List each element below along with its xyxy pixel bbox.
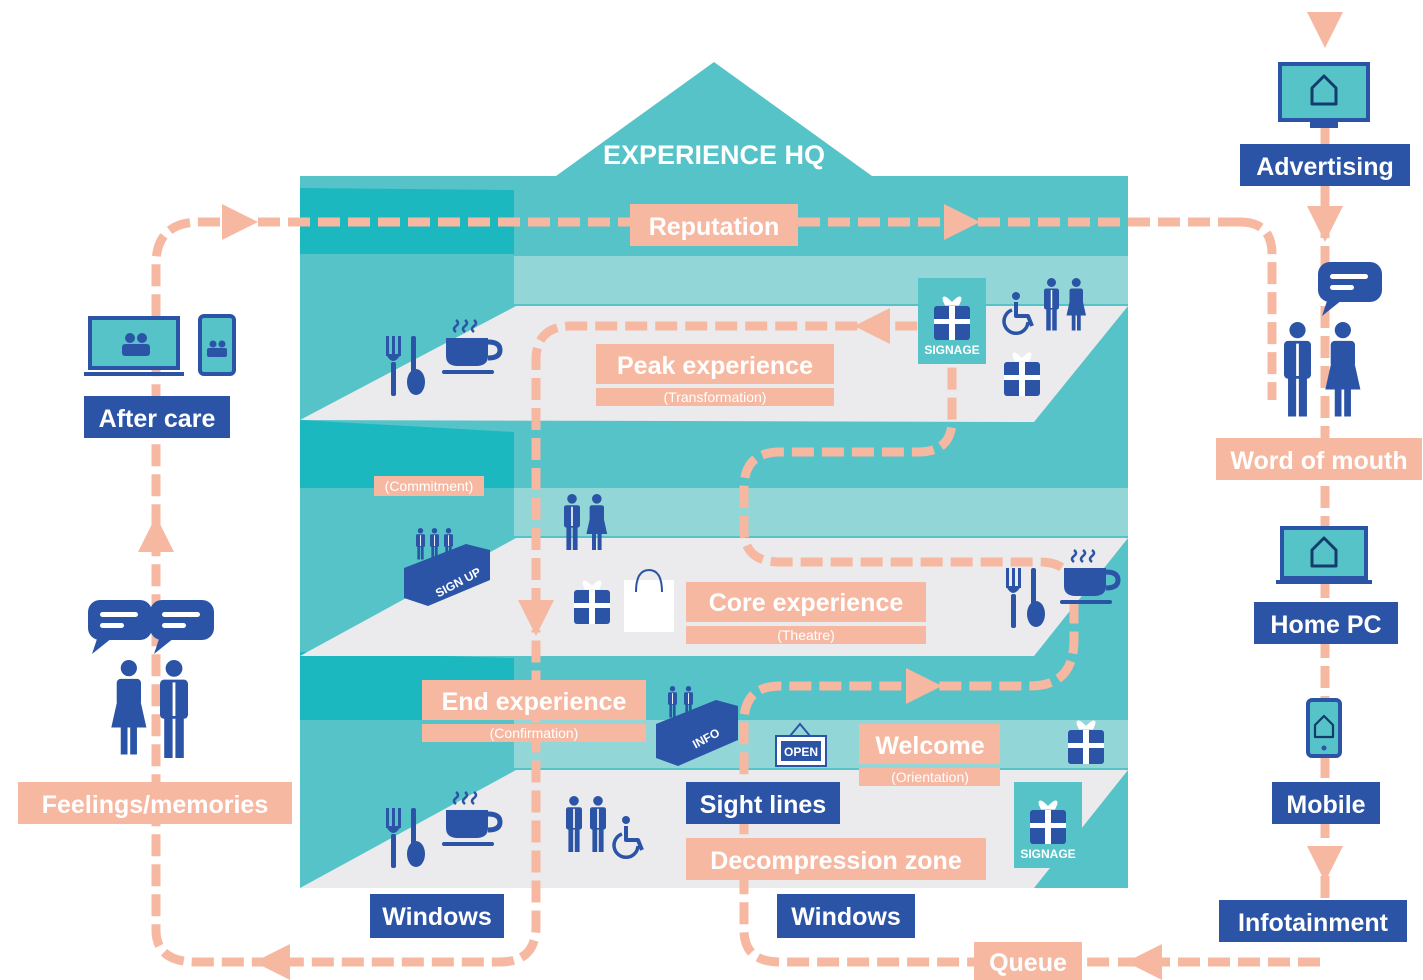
back-band-1 bbox=[514, 256, 1128, 304]
after-care-box bbox=[84, 396, 230, 438]
arrow-bottom-left bbox=[254, 944, 290, 980]
open-sign-icon: OPEN bbox=[775, 722, 827, 767]
end-label: End experience bbox=[442, 688, 627, 716]
decompression-label: Decompression zone bbox=[710, 847, 962, 875]
peak-box bbox=[596, 344, 834, 384]
mobile-box bbox=[1272, 782, 1380, 824]
shopping-bag-icon bbox=[624, 568, 674, 632]
peak-sub-box bbox=[596, 388, 834, 406]
windows-left-box bbox=[370, 894, 504, 938]
commitment-box bbox=[374, 476, 484, 496]
after-care-label: After care bbox=[99, 405, 216, 433]
end-box bbox=[422, 680, 646, 720]
arrow-top-1 bbox=[222, 204, 258, 240]
welcome-sub-label: (Orientation) bbox=[891, 769, 969, 785]
info-counter-icon: INFO bbox=[656, 686, 738, 766]
sight-lines-box bbox=[686, 782, 840, 824]
core-label: Core experience bbox=[709, 589, 904, 617]
signage-text: SIGNAGE bbox=[1020, 847, 1075, 861]
reputation-box bbox=[630, 204, 798, 246]
word-of-mouth-label: Word of mouth bbox=[1230, 447, 1407, 475]
mobile-phone-icon bbox=[1306, 698, 1342, 758]
peak-sub-label: (Transformation) bbox=[664, 389, 767, 405]
word-of-mouth-box bbox=[1216, 438, 1422, 480]
tablet-icon bbox=[198, 314, 236, 376]
arrow-top-2 bbox=[944, 204, 980, 240]
speech-bubble-icon bbox=[1318, 262, 1382, 316]
back-band-2 bbox=[514, 488, 1128, 536]
arrow-peak bbox=[854, 308, 890, 344]
advertising-label: Advertising bbox=[1256, 153, 1394, 181]
route-top bbox=[1239, 217, 1277, 400]
infotainment-box bbox=[1219, 900, 1407, 942]
core-sub-box bbox=[686, 626, 926, 644]
laptop-icon bbox=[1276, 526, 1372, 584]
welcome-sub-box bbox=[859, 768, 1000, 786]
end-sub-label: (Confirmation) bbox=[490, 725, 579, 741]
core-box bbox=[686, 582, 926, 622]
signage-icon: SIGNAGE bbox=[1014, 782, 1082, 868]
feelings-label: Feelings/memories bbox=[42, 791, 268, 819]
building bbox=[300, 62, 1128, 888]
open-text: OPEN bbox=[784, 745, 818, 759]
advertising-box bbox=[1240, 144, 1410, 186]
home-pc-label: Home PC bbox=[1270, 611, 1381, 639]
arrow-right-3 bbox=[1307, 846, 1343, 882]
couple-icon bbox=[111, 660, 188, 758]
speech-bubble-icon bbox=[150, 600, 214, 654]
arrow-end-down bbox=[518, 600, 554, 636]
sight-lines-label: Sight lines bbox=[700, 791, 826, 819]
welcome-label: Welcome bbox=[875, 732, 984, 760]
route-reputation bbox=[151, 217, 1240, 967]
windows-left-label: Windows bbox=[382, 903, 492, 931]
speech-bubble-icon bbox=[88, 600, 152, 654]
peak-label: Peak experience bbox=[617, 352, 813, 380]
queue-label: Queue bbox=[989, 949, 1067, 977]
core-sub-label: (Theatre) bbox=[777, 627, 835, 643]
monitor-icon bbox=[1278, 62, 1370, 128]
windows-right-box bbox=[777, 894, 915, 938]
decompression-box bbox=[686, 838, 986, 880]
arrow-right-top bbox=[1307, 12, 1343, 48]
signage-icon: SIGNAGE bbox=[918, 278, 986, 364]
visitor-route bbox=[138, 12, 1343, 980]
building-title: EXPERIENCE HQ bbox=[603, 140, 825, 170]
commitment-label: (Commitment) bbox=[385, 478, 474, 494]
arrow-left-up bbox=[138, 516, 174, 552]
windows-right-label: Windows bbox=[791, 903, 901, 931]
laptop-icon bbox=[84, 316, 184, 376]
queue-box bbox=[974, 942, 1082, 980]
home-pc-box bbox=[1254, 602, 1398, 644]
arrow-right-2 bbox=[1307, 206, 1343, 242]
reputation-label: Reputation bbox=[649, 213, 780, 241]
arrow-queue bbox=[1126, 944, 1162, 980]
mobile-label: Mobile bbox=[1286, 791, 1365, 819]
feelings-box bbox=[18, 782, 292, 824]
left-wall-mid bbox=[300, 420, 514, 488]
end-sub-box bbox=[422, 724, 646, 742]
signage-text: SIGNAGE bbox=[924, 343, 979, 357]
roof bbox=[556, 62, 872, 176]
welcome-box bbox=[859, 724, 1000, 764]
arrow-welcome bbox=[906, 668, 942, 704]
route-journey bbox=[531, 321, 1110, 967]
infotainment-label: Infotainment bbox=[1238, 909, 1389, 937]
left-wall-top bbox=[300, 188, 514, 254]
